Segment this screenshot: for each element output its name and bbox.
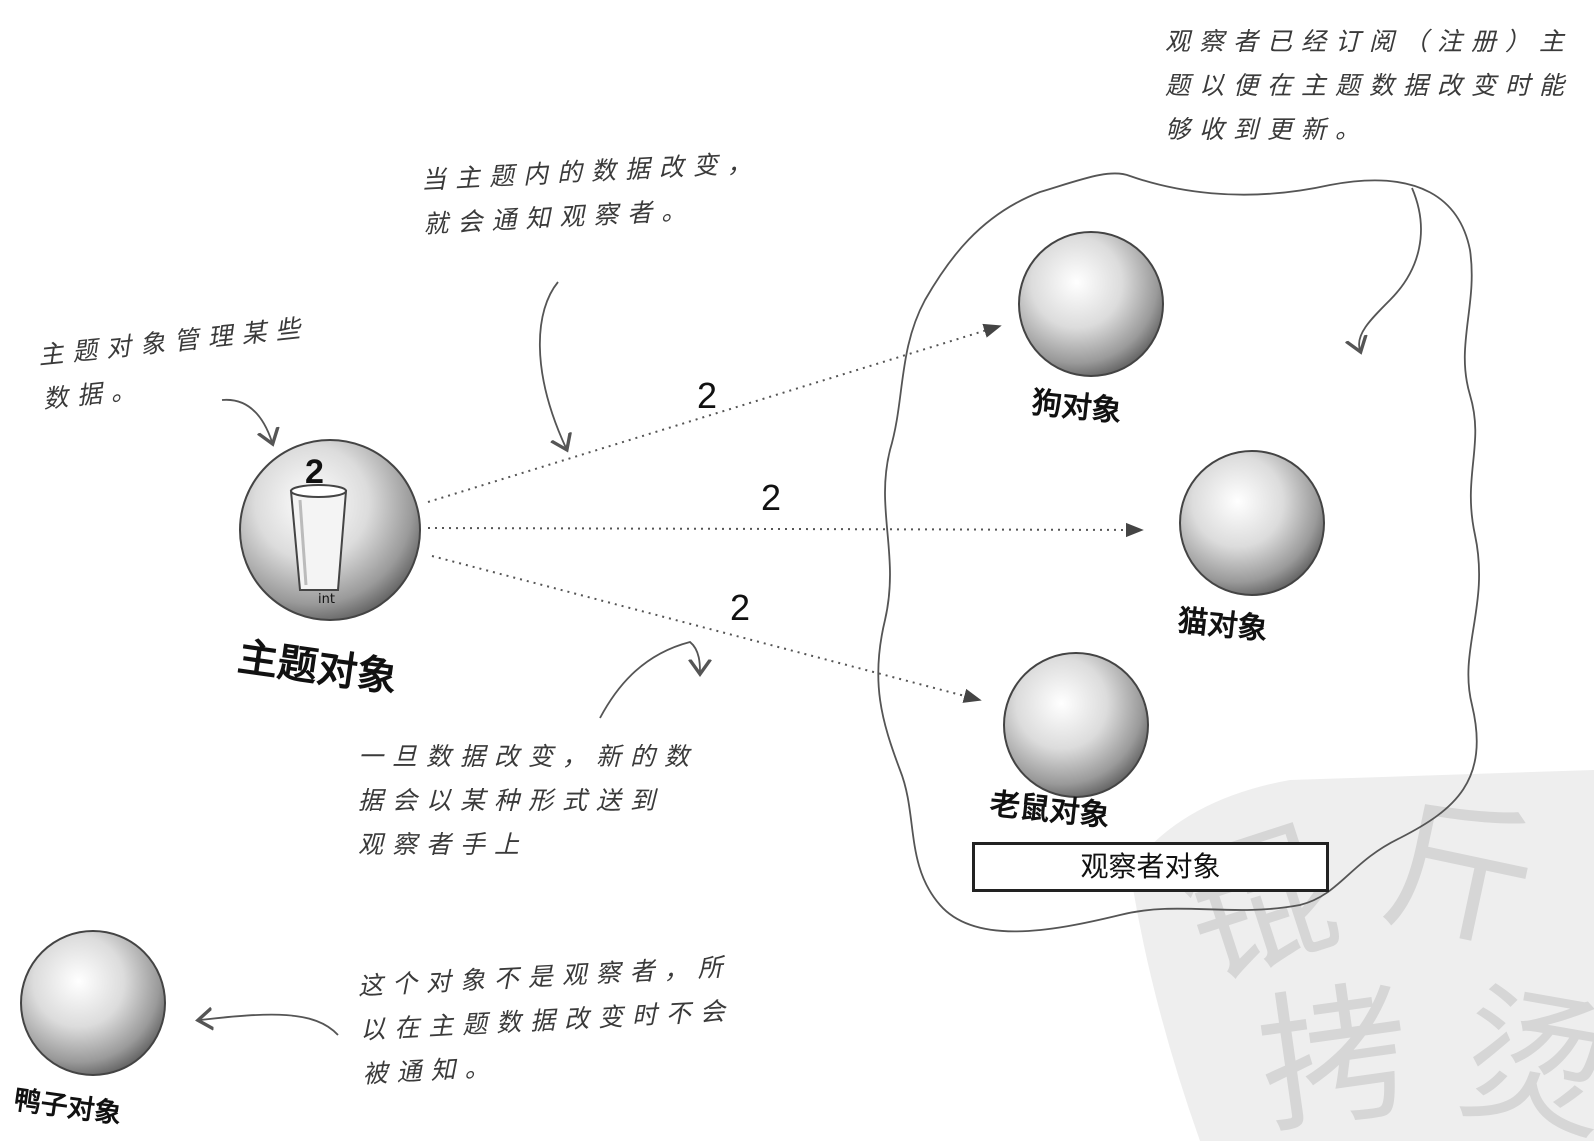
note-observers-subscribed: 观察者已经订阅（注册）主 题以便在主题数据改变时能 够收到更新。 <box>1165 27 1574 144</box>
observers-boundary <box>877 172 1480 933</box>
message-value-mouse: 2 <box>730 587 751 628</box>
dog-object-label: 狗对象 <box>1030 385 1124 430</box>
message-arrow-mouse <box>431 555 982 703</box>
dog-object-sphere <box>1018 231 1164 377</box>
callout-arrow-subject <box>221 399 272 442</box>
note-new-data-sent: 一旦数据改变，新的数 据会以某种形式送到 观察者手上 <box>358 742 699 859</box>
cup-type-label: int <box>318 592 335 607</box>
message-value-cat: 2 <box>761 477 782 518</box>
int-cup-icon <box>289 484 348 591</box>
note-data-change-notifies: 当主题内的数据改变， 就会通知观察者。 <box>420 148 762 239</box>
cat-object-sphere <box>1179 450 1325 596</box>
message-arrow-cat <box>427 522 1144 538</box>
cat-object-label: 猫对象 <box>1176 603 1270 648</box>
note-not-an-observer: 这个对象不是观察者，所 以在主题数据改变时不会 被通知。 <box>357 952 735 1089</box>
callout-arrow-data-change <box>538 281 566 448</box>
duck-object-sphere <box>20 930 166 1076</box>
message-value-dog: 2 <box>697 375 718 416</box>
message-arrow-dog <box>427 323 1002 503</box>
callout-arrow-subscribed <box>1359 187 1422 350</box>
observers-box-label: 观察者对象 <box>972 842 1329 892</box>
mouse-object-sphere <box>1003 652 1149 798</box>
cup-value: 2 <box>305 453 324 491</box>
callout-arrow-duck <box>200 1015 339 1036</box>
callout-arrow-new-data <box>599 641 700 719</box>
